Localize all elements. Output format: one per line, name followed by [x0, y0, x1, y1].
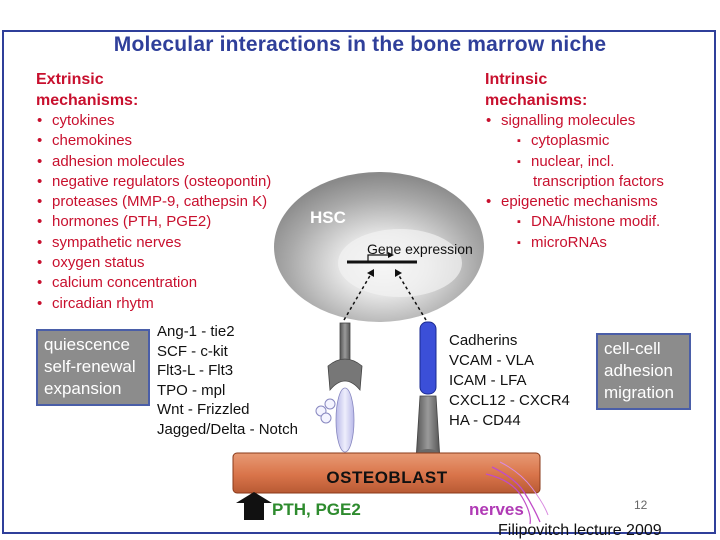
box-line: self-renewal — [44, 357, 136, 376]
slide-title: Molecular interactions in the bone marro… — [113, 33, 607, 56]
receptor-pair: HA - CD44 — [449, 412, 521, 429]
quiescence-box: quiescence self-renewal expansion — [36, 329, 150, 406]
list-item: epigenetic mechanisms — [485, 192, 664, 213]
extrinsic-heading-1: Extrinsic — [36, 71, 104, 88]
ligand-pair: SCF - c-kit — [157, 342, 228, 360]
slide-number: 12 — [634, 498, 648, 512]
box-line: expansion — [44, 379, 122, 398]
receptor-pair: ICAM - LFA — [449, 372, 527, 389]
signal-arrow-right — [397, 273, 427, 321]
sub-list-item: microRNAs — [485, 233, 664, 254]
sub-list-item-continued: transcription factors — [533, 172, 664, 190]
ligand-shape — [335, 387, 355, 453]
gene-arrow — [367, 254, 388, 262]
list-item: calcium concentration — [36, 273, 271, 294]
ligand-pair: Ang-1 - tie2 — [157, 323, 235, 340]
right-receptor-rod — [419, 321, 437, 395]
list-item: circadian rhytm — [36, 294, 271, 315]
ligand-bubble — [324, 398, 336, 410]
osteoblast-bar — [232, 452, 541, 494]
ligand-list: Ang-1 - tie2 SCF - c-kit Flt3-L - Flt3 T… — [157, 322, 298, 439]
receptor-list: Cadherins VCAM - VLA ICAM - LFA CXCL12 -… — [449, 331, 570, 431]
left-receptor-stem — [339, 322, 351, 362]
intrinsic-heading-1: Intrinsic — [485, 71, 548, 88]
extrinsic-list: cytokines chemokines adhesion molecules … — [36, 111, 271, 314]
gene-expression-label: Gene expression — [367, 241, 473, 257]
list-item: oxygen status — [36, 253, 271, 274]
sub-list-item: nuclear, incl. — [485, 152, 664, 173]
list-item: signalling molecules — [485, 111, 664, 132]
box-line: quiescence — [44, 335, 131, 354]
box-line: cell-cell — [604, 339, 661, 358]
list-item: negative regulators (osteopontin) — [36, 172, 271, 193]
ligand-pair: Wnt - Frizzled — [157, 401, 250, 418]
sub-list-item: DNA/histone modif. — [485, 212, 664, 233]
list-item: cytokines — [36, 111, 271, 132]
box-line: migration — [604, 383, 674, 402]
footer-caption: Filipovitch lecture 2009 — [498, 522, 662, 539]
ligand-pair: Flt3-L - Flt3 — [157, 362, 234, 379]
extrinsic-block: Extrinsic mechanisms: cytokines chemokin… — [36, 69, 271, 314]
adhesion-box: cell-cell adhesion migration — [596, 333, 691, 410]
nerve-fibers — [491, 466, 541, 523]
receptor-pair: VCAM - VLA — [449, 352, 535, 369]
list-item: proteases (MMP-9, cathepsin K) — [36, 192, 271, 213]
left-receptor-fork — [327, 358, 363, 392]
intrinsic-list: signalling molecules cytoplasmic nuclear… — [485, 111, 664, 253]
nerves-label: nerves — [469, 500, 524, 519]
list-item: chemokines — [36, 131, 271, 152]
slide-frame — [2, 30, 716, 534]
hsc-label: HSC — [310, 208, 346, 227]
receptor-pair: Cadherins — [449, 332, 518, 349]
sub-list-item: cytoplasmic — [485, 131, 664, 152]
extrinsic-heading-2: mechanisms: — [36, 92, 139, 109]
pth-label: PTH, PGE2 — [272, 500, 361, 519]
ligand-pair: Jagged/Delta - Notch — [157, 420, 298, 438]
list-item: hormones (PTH, PGE2) — [36, 212, 271, 233]
receptor-pair: CXCL12 - CXCR4 — [449, 392, 570, 409]
pth-arrow-icon — [236, 492, 272, 520]
ligand-bubble — [320, 412, 332, 424]
ligand-pair: TPO - mpl — [157, 381, 226, 399]
list-item: adhesion molecules — [36, 152, 271, 173]
signal-arrow-left — [343, 273, 372, 321]
list-item: sympathetic nerves — [36, 233, 271, 254]
intrinsic-block: Intrinsic mechanisms: signalling molecul… — [485, 69, 664, 253]
intrinsic-heading-2: mechanisms: — [485, 92, 588, 109]
box-line: adhesion — [604, 361, 674, 380]
osteoblast-label: OSTEOBLAST — [326, 468, 448, 487]
